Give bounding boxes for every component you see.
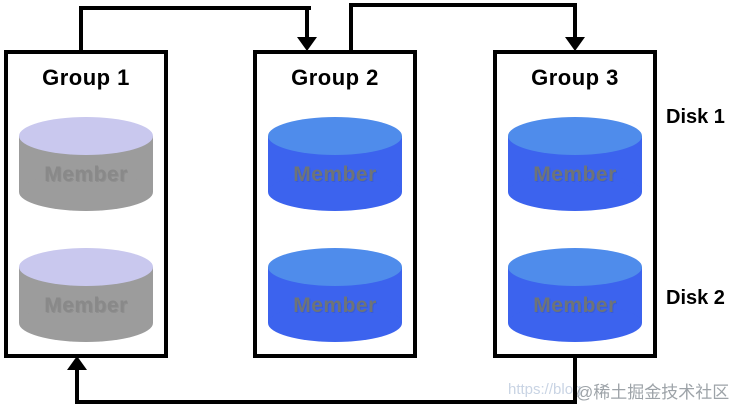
member-label: Member [44,163,128,186]
arrow-segment [349,3,577,7]
member-label: Member [293,163,377,186]
member-disk-cylinder: Member [268,248,402,342]
arrow-segment [75,400,577,404]
cylinder-body [268,304,402,342]
cylinder-top [268,117,402,155]
cylinder-body [19,173,153,211]
group-title: Group 2 [291,65,379,90]
arrow-segment [79,6,83,50]
disk-row-label-2: Disk 2 [666,287,725,309]
group-title: Group 3 [531,65,619,90]
cylinder-top [268,248,402,286]
member-label: Member [533,163,617,186]
member-disk-cylinder: Member [508,117,642,211]
member-disk-cylinder: Member [19,117,153,211]
arrow-segment [573,3,577,39]
member-label: Member [44,294,128,317]
cylinder-body [508,173,642,211]
watermark-url-text: https://blog [508,381,582,398]
arrow-segment [79,6,311,10]
member-label: Member [293,294,377,317]
group-box-3: Group 3 Member Member [493,50,657,358]
cylinder-body [508,304,642,342]
arrow-segment [573,358,577,404]
group-box-2: Group 2 Member Member [253,50,417,358]
arrow-segment [305,6,309,39]
cylinder-top [508,117,642,155]
arrowhead-up-icon [67,356,87,370]
arrowhead-down-icon [565,37,585,51]
watermark-handle-text: @稀土掘金技术社区 [576,383,730,402]
member-disk-cylinder: Member [508,248,642,342]
member-disk-cylinder: Member [268,117,402,211]
cylinder-body [268,173,402,211]
cylinder-top [19,117,153,155]
group-box-1: Group 1 Member Member [4,50,168,358]
member-label: Member [533,294,617,317]
cylinder-top [19,248,153,286]
cylinder-top [508,248,642,286]
arrow-segment [75,370,79,404]
member-disk-cylinder: Member [19,248,153,342]
disk-row-label-1: Disk 1 [666,106,725,128]
group-title: Group 1 [42,65,130,90]
arrowhead-down-icon [297,37,317,51]
cylinder-body [19,304,153,342]
arrow-segment [349,3,353,50]
